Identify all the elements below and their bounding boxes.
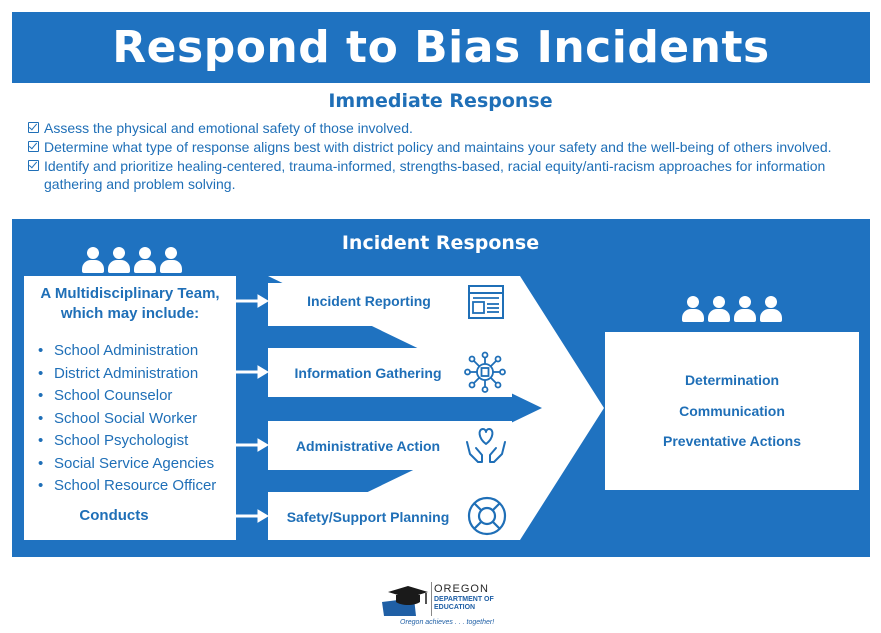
document-icon <box>468 285 504 319</box>
step-administrative-action: Administrative Action <box>295 438 441 454</box>
outcome-box: Determination Communication Preventative… <box>605 332 859 490</box>
checkbox-icon <box>28 141 39 152</box>
team-member: School Administration <box>36 340 216 363</box>
team-member: School Resource Officer <box>36 475 216 498</box>
step-bar-administrative-action <box>268 421 512 470</box>
team-box: A Multidisciplinary Team, which may incl… <box>24 276 236 540</box>
team-member: School Counselor <box>36 385 216 408</box>
team-member-list: School Administration District Administr… <box>36 340 216 498</box>
immediate-response-list: Assess the physical and emotional safety… <box>28 119 868 194</box>
incident-response-heading: Incident Response <box>341 232 540 254</box>
page-title: Respond to Bias Incidents <box>112 22 770 73</box>
title-banner: Respond to Bias Incidents <box>12 12 870 83</box>
team-member: School Psychologist <box>36 430 216 453</box>
outcome-preventative-actions: Preventative Actions <box>663 433 801 449</box>
team-title: A Multidisciplinary Team, which may incl… <box>40 285 220 322</box>
team-people-icon <box>82 247 182 274</box>
lifebuoy-icon <box>467 496 507 536</box>
list-item: Determine what type of response aligns b… <box>28 138 868 156</box>
arrow-icon <box>236 294 269 523</box>
outcome-people-icon <box>682 296 782 323</box>
flow-chevron <box>268 276 604 540</box>
step-information-gathering: Information Gathering <box>294 365 442 381</box>
step-bar-incident-reporting <box>268 283 512 326</box>
immediate-response-heading: Immediate Response <box>328 90 553 112</box>
step-bar-safety-support-planning <box>268 492 512 540</box>
logo-tagline: Oregon achieves . . . together! <box>400 619 495 626</box>
oregon-education-logo: OREGON DEPARTMENT OF EDUCATION Oregon ac… <box>376 578 506 630</box>
team-member: School Social Worker <box>36 408 216 431</box>
hands-heart-icon <box>466 428 506 463</box>
logo-divider <box>431 582 432 616</box>
team-member: Social Service Agencies <box>36 453 216 476</box>
checkbox-icon <box>28 122 39 133</box>
step-bar-information-gathering <box>268 348 512 397</box>
list-item: Assess the physical and emotional safety… <box>28 119 868 137</box>
network-search-icon <box>464 351 506 393</box>
outcome-communication: Communication <box>679 403 785 419</box>
step-incident-reporting: Incident Reporting <box>307 293 431 309</box>
team-conducts-label: Conducts <box>79 507 149 524</box>
outcome-determination: Determination <box>684 372 780 388</box>
logo-department: DEPARTMENT OF EDUCATION <box>434 596 494 611</box>
graduation-cap-icon <box>382 586 428 616</box>
logo-name: OREGON <box>434 583 489 595</box>
step-safety-support-planning: Safety/Support Planning <box>286 509 450 525</box>
checkbox-icon <box>28 160 39 171</box>
team-member: District Administration <box>36 363 216 386</box>
list-item: Identify and prioritize healing-centered… <box>28 157 868 193</box>
